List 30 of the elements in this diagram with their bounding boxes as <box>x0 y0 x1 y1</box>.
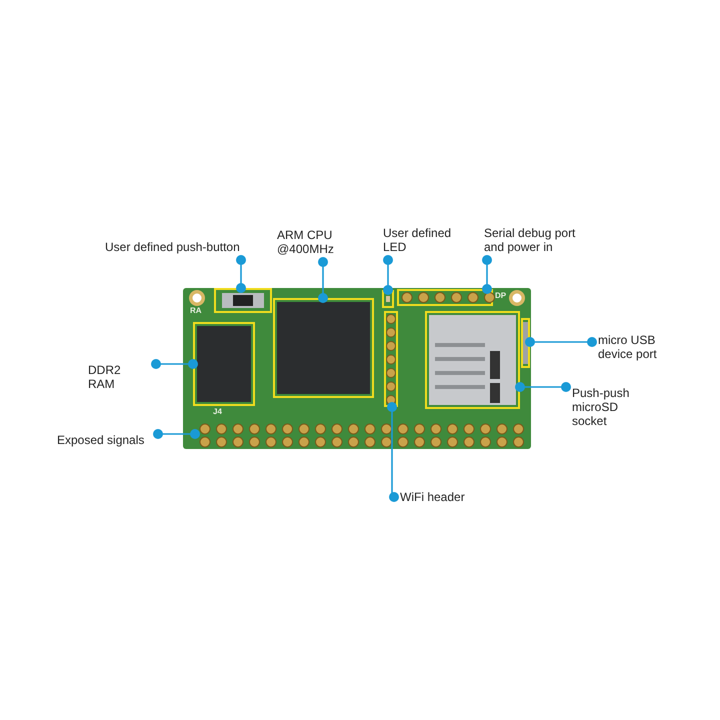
circuit-board <box>183 288 531 449</box>
leader-line <box>482 255 492 294</box>
leader-line <box>236 255 246 293</box>
callout-label: Exposed signals <box>51 427 158 453</box>
silkscreen-label: J4 <box>213 407 222 416</box>
debug-pin-header <box>397 289 493 306</box>
usb-port <box>521 318 530 368</box>
leader-line <box>383 255 393 295</box>
leader-line <box>515 382 571 392</box>
leader-line <box>153 429 200 439</box>
callout-label: ARM CPU @400MHz <box>271 222 363 262</box>
callout-label: Serial debug port and power in <box>478 220 600 260</box>
silkscreen-label: DP <box>495 291 506 300</box>
leader-line <box>318 257 328 303</box>
push-button <box>214 288 272 313</box>
leader-line <box>151 359 198 369</box>
silkscreen-label: RA <box>190 306 202 315</box>
processor-chip <box>273 298 374 398</box>
callout-label: WiFi header <box>394 484 486 510</box>
led <box>382 290 394 308</box>
leader-line <box>387 402 399 502</box>
memory-chip <box>193 322 255 406</box>
microsd-socket <box>425 311 520 409</box>
callout-label: Push-push microSD socket <box>566 380 650 434</box>
callout-label: micro USB device port <box>592 327 689 367</box>
callout-label: User defined LED <box>377 220 461 260</box>
callout-label: DDR2 RAM <box>82 357 156 397</box>
callout-label: User defined push-button <box>99 234 271 260</box>
leader-line <box>525 337 597 347</box>
wifi-pin-header <box>384 311 398 407</box>
